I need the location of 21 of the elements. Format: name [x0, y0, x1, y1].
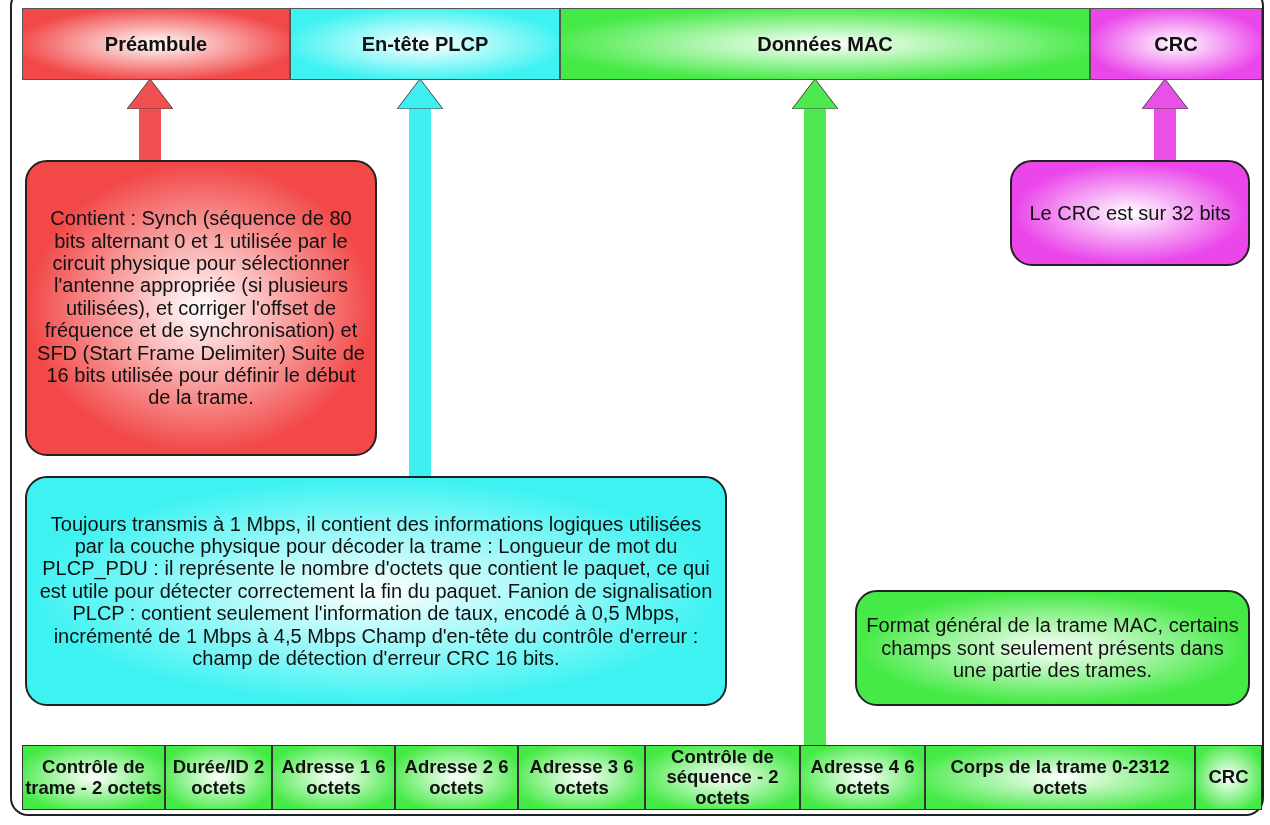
note-box: Contient : Synch (séquence de 80 bits alternant 0 et 1 utilisée par le circuit physique pour sélectionner l'antenne appropriée (si plusieurs utilisées), et corriger l'offset de fréquence et de synchronisation) et SFD (Start Frame Delimiter) Suite de 16 bits utilisée pour définir le début de la trame.	[25, 160, 377, 456]
field-cell: CRC	[1195, 745, 1262, 810]
note-box: Le CRC est sur 32 bits	[1010, 160, 1250, 266]
field-cell: Durée/ID 2 octets	[165, 745, 272, 810]
field-cell: Adresse 3 6 octets	[518, 745, 645, 810]
field-cell: Adresse 4 6 octets	[800, 745, 925, 810]
frame-field-bar: En-tête PLCP	[290, 8, 560, 80]
block-arrow	[1141, 78, 1189, 160]
field-cell: Adresse 2 6 octets	[395, 745, 518, 810]
block-arrow	[126, 78, 174, 160]
note-box: Format général de la trame MAC, certains champs sont seulement présents dans une partie des trames.	[855, 590, 1250, 706]
block-arrow	[791, 78, 839, 745]
field-cell: Contrôle de trame - 2 octets	[22, 745, 165, 810]
field-cell: Contrôle de séquence - 2 octets	[645, 745, 800, 810]
frame-field-bar: Préambule	[22, 8, 290, 80]
field-cell: Adresse 1 6 octets	[272, 745, 395, 810]
note-box: Toujours transmis à 1 Mbps, il contient des informations logiques utilisées par la couche physique pour décoder la trame : Longueur de mot du PLCP_PDU : il représente le nombre d'octets que contient le paquet, ce qui est utile pour détecter correctement la fin du paquet. Fanion de signalisation PLCP : contient seulement l'information de taux, encodé à 0,5 Mbps, incrémenté de 1 Mbps à 4,5 Mbps Champ d'en-tête du contrôle d'erreur : champ de détection d'erreur CRC 16 bits.	[25, 476, 727, 706]
frame-field-bar: Données MAC	[560, 8, 1090, 80]
block-arrow	[396, 78, 444, 476]
field-cell: Corps de la trame 0-2312 octets	[925, 745, 1195, 810]
frame-field-bar: CRC	[1090, 8, 1262, 80]
